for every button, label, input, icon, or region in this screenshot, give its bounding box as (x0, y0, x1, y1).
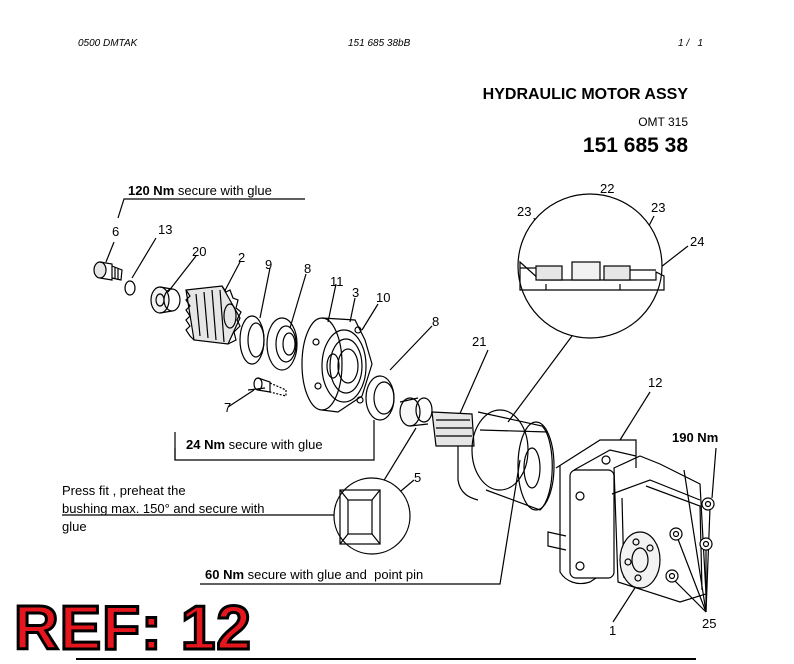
header-page-number: 1 / 1 (678, 38, 704, 49)
torque-callout-60nm: 60 Nm secure with glue and point pin (205, 567, 423, 582)
model-label: OMT 315 (638, 115, 688, 129)
torque-callout-190nm: 190 Nm (672, 430, 718, 445)
part-number-title: 151 685 38 (582, 134, 688, 157)
press-fit-note-line-3: glue (62, 519, 87, 534)
part-label-5: 5 (414, 470, 421, 485)
torque-callout-120nm: 120 Nm secure with glue (128, 183, 272, 198)
seal-detail-circle (517, 193, 665, 339)
spacer-20 (150, 286, 181, 314)
part-label-10: 10 (376, 290, 390, 305)
part-label-21: 21 (472, 334, 486, 349)
bearing-8-lower (365, 375, 395, 421)
part-label-6: 6 (112, 224, 119, 239)
motor-housing-12 (555, 439, 715, 603)
part-label-23-left: 23 (517, 204, 531, 219)
part-label-24: 24 (690, 234, 704, 249)
screw-7 (253, 377, 287, 397)
part-label-7: 7 (224, 400, 231, 415)
header-drawing-code: 151 685 38bB (348, 38, 411, 49)
bushing-5 (399, 397, 433, 427)
part-label-12: 12 (648, 375, 662, 390)
press-fit-note-line-1: Press fit , preheat the (62, 483, 186, 498)
bushing-detail-circle (333, 477, 411, 555)
part-label-3: 3 (352, 285, 359, 300)
part-label-20: 20 (192, 244, 206, 259)
part-label-25: 25 (702, 616, 716, 631)
part-label-13: 13 (158, 222, 172, 237)
part-label-11: 11 (330, 274, 344, 289)
part-label-1: 1 (609, 623, 616, 638)
header-doc-code: 0500 DMTAK (78, 38, 138, 49)
part-label-22: 22 (600, 181, 614, 196)
part-label-8-lower: 8 (432, 314, 439, 329)
press-fit-note-line-2: bushing max. 150° and secure with (62, 501, 264, 516)
housing-port (547, 531, 567, 551)
part-label-23-right: 23 (651, 200, 665, 215)
reference-label: REF: 12 (13, 593, 253, 664)
bolt-6 (93, 261, 123, 281)
washer-13 (124, 280, 136, 296)
part-label-8-upper: 8 (304, 261, 311, 276)
page-title: HYDRAULIC MOTOR ASSY (482, 86, 688, 103)
bearing-housing-3 (301, 317, 373, 413)
seal-9 (239, 315, 265, 365)
bearing-8-upper (266, 317, 298, 371)
drive-shaft-21 (431, 409, 555, 511)
bottom-divider (76, 658, 696, 660)
part-label-2: 2 (238, 250, 245, 265)
torque-callout-24nm: 24 Nm secure with glue (186, 437, 323, 452)
gear-2 (185, 285, 242, 345)
part-label-9: 9 (265, 257, 272, 272)
